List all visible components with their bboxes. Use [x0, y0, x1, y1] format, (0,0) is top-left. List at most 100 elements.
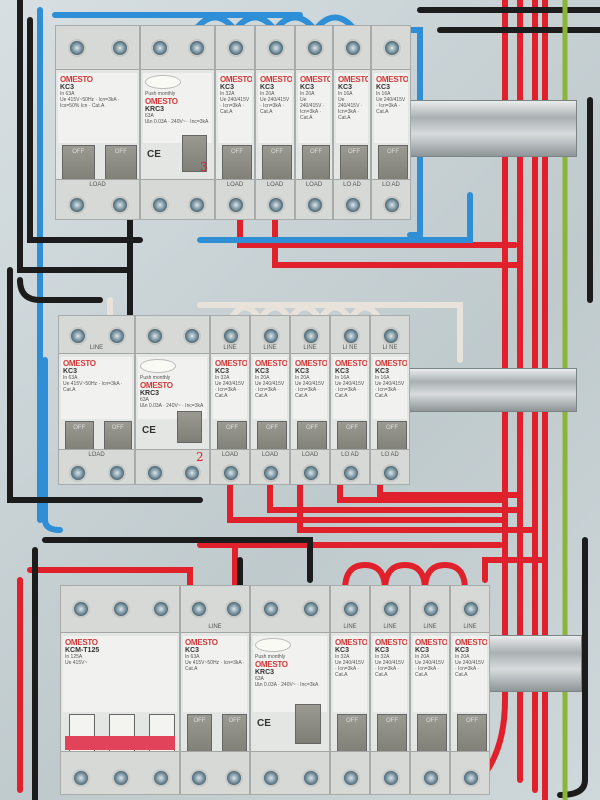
terminal-screw[interactable] [306, 38, 324, 57]
model-label: KC3 [63, 368, 78, 376]
terminal-screw[interactable] [183, 463, 202, 482]
breaker-toggle[interactable]: OFF [337, 713, 367, 754]
test-button[interactable] [255, 638, 291, 653]
terminal-screw[interactable] [262, 768, 280, 787]
terminal-screw[interactable] [107, 463, 126, 482]
breaker-toggle[interactable]: OFF [222, 145, 252, 183]
terminal-screw[interactable] [224, 599, 243, 618]
load-label: LOAD [88, 452, 105, 458]
terminal-screw[interactable] [222, 463, 240, 482]
terminal-screw[interactable] [382, 327, 400, 346]
breaker-toggle[interactable]: OFF [65, 420, 94, 454]
terminal-screw[interactable] [306, 195, 324, 214]
terminal-screw[interactable] [342, 463, 360, 482]
breaker-toggle[interactable]: OFF [104, 145, 137, 183]
brand-logo: OMESTO [65, 638, 98, 648]
breaker-toggle[interactable]: OFF [302, 145, 330, 183]
terminal-screw[interactable] [145, 463, 164, 482]
terminal-screw[interactable] [224, 768, 243, 787]
terminal-screw[interactable] [110, 38, 129, 57]
terminal-screw[interactable] [150, 195, 169, 214]
breaker-toggle[interactable]: OFF [103, 420, 132, 454]
terminal-screw[interactable] [227, 195, 245, 214]
terminal-screw[interactable] [382, 599, 400, 618]
terminal-screw[interactable] [112, 599, 130, 618]
spec-text: Ue 240/415V · Icn=3kA · Cat.A [215, 381, 245, 400]
terminal-screw[interactable] [145, 327, 164, 346]
isolator-handle-bar[interactable] [65, 736, 175, 750]
terminal-screw[interactable] [382, 768, 400, 787]
top-terminal-block [296, 26, 332, 70]
terminal-screw[interactable] [344, 38, 362, 57]
rccb-toggle[interactable] [295, 703, 321, 744]
terminal-screw[interactable] [222, 327, 240, 346]
breaker-toggle[interactable]: OFF [337, 420, 367, 454]
breaker-toggle[interactable]: OFF [377, 713, 407, 754]
brand-logo: OMESTO [375, 359, 407, 369]
terminal-screw[interactable] [302, 599, 320, 618]
terminal-screw[interactable] [189, 599, 208, 618]
terminal-screw[interactable] [262, 463, 280, 482]
terminal-screw[interactable] [262, 327, 280, 346]
breaker-toggle[interactable]: OFF [222, 713, 247, 754]
terminal-screw[interactable] [302, 768, 320, 787]
terminal-screw[interactable] [342, 599, 360, 618]
terminal-screw[interactable] [302, 327, 320, 346]
model-label: KC3 [255, 368, 270, 376]
terminal-screw[interactable] [342, 768, 360, 787]
breaker-toggle[interactable]: OFF [457, 713, 487, 754]
terminal-screw[interactable] [262, 599, 280, 618]
test-button[interactable] [140, 359, 176, 374]
terminal-screw[interactable] [383, 38, 401, 57]
breaker-toggle[interactable]: OFF [257, 420, 287, 454]
terminal-screw[interactable] [188, 38, 207, 57]
terminal-screw[interactable] [112, 768, 130, 787]
terminal-screw[interactable] [227, 38, 245, 57]
rccb-toggle[interactable] [177, 410, 202, 444]
terminal-screw[interactable] [189, 768, 208, 787]
breaker-toggle[interactable]: OFF [62, 145, 95, 183]
terminal-screw[interactable] [72, 599, 90, 618]
rccb-toggle[interactable] [182, 135, 207, 173]
terminal-screw[interactable] [302, 463, 320, 482]
brand-logo: OMESTO [375, 638, 407, 648]
terminal-screw[interactable] [69, 327, 88, 346]
terminal-screw[interactable] [150, 38, 169, 57]
model-label: KC3 [338, 83, 353, 91]
terminal-screw[interactable] [107, 327, 126, 346]
terminal-screw[interactable] [68, 38, 87, 57]
terminal-screw[interactable] [462, 768, 480, 787]
terminal-screw[interactable] [72, 768, 90, 787]
breaker-toggle[interactable]: OFF [187, 713, 212, 754]
terminal-screw[interactable] [422, 768, 440, 787]
top-terminal-block [334, 26, 370, 70]
terminal-screw[interactable] [152, 768, 170, 787]
breaker-toggle[interactable]: OFF [417, 713, 447, 754]
off-label: OFF [387, 149, 399, 156]
terminal-screw[interactable] [422, 599, 440, 618]
terminal-screw[interactable] [267, 195, 285, 214]
terminal-screw[interactable] [383, 195, 401, 214]
terminal-screw[interactable] [152, 599, 170, 618]
terminal-screw[interactable] [382, 463, 400, 482]
line-label: LINE [343, 624, 357, 631]
breaker-toggle[interactable]: OFF [340, 145, 368, 183]
terminal-screw[interactable] [183, 327, 202, 346]
breaker-toggle[interactable]: OFF [217, 420, 247, 454]
test-button[interactable] [145, 74, 181, 89]
terminal-screw[interactable] [462, 599, 480, 618]
breaker-toggle[interactable]: OFF [378, 145, 408, 183]
breaker-toggle[interactable]: OFF [262, 145, 292, 183]
terminal-screw[interactable] [68, 195, 87, 214]
breaker-toggle[interactable]: OFF [297, 420, 327, 454]
terminal-screw[interactable] [188, 195, 207, 214]
terminal-screw[interactable] [267, 38, 285, 57]
terminal-screw[interactable] [69, 463, 88, 482]
din-rail-1 [400, 100, 577, 157]
terminal-screw[interactable] [342, 327, 360, 346]
terminal-screw[interactable] [344, 195, 362, 214]
terminal-screw[interactable] [110, 195, 129, 214]
